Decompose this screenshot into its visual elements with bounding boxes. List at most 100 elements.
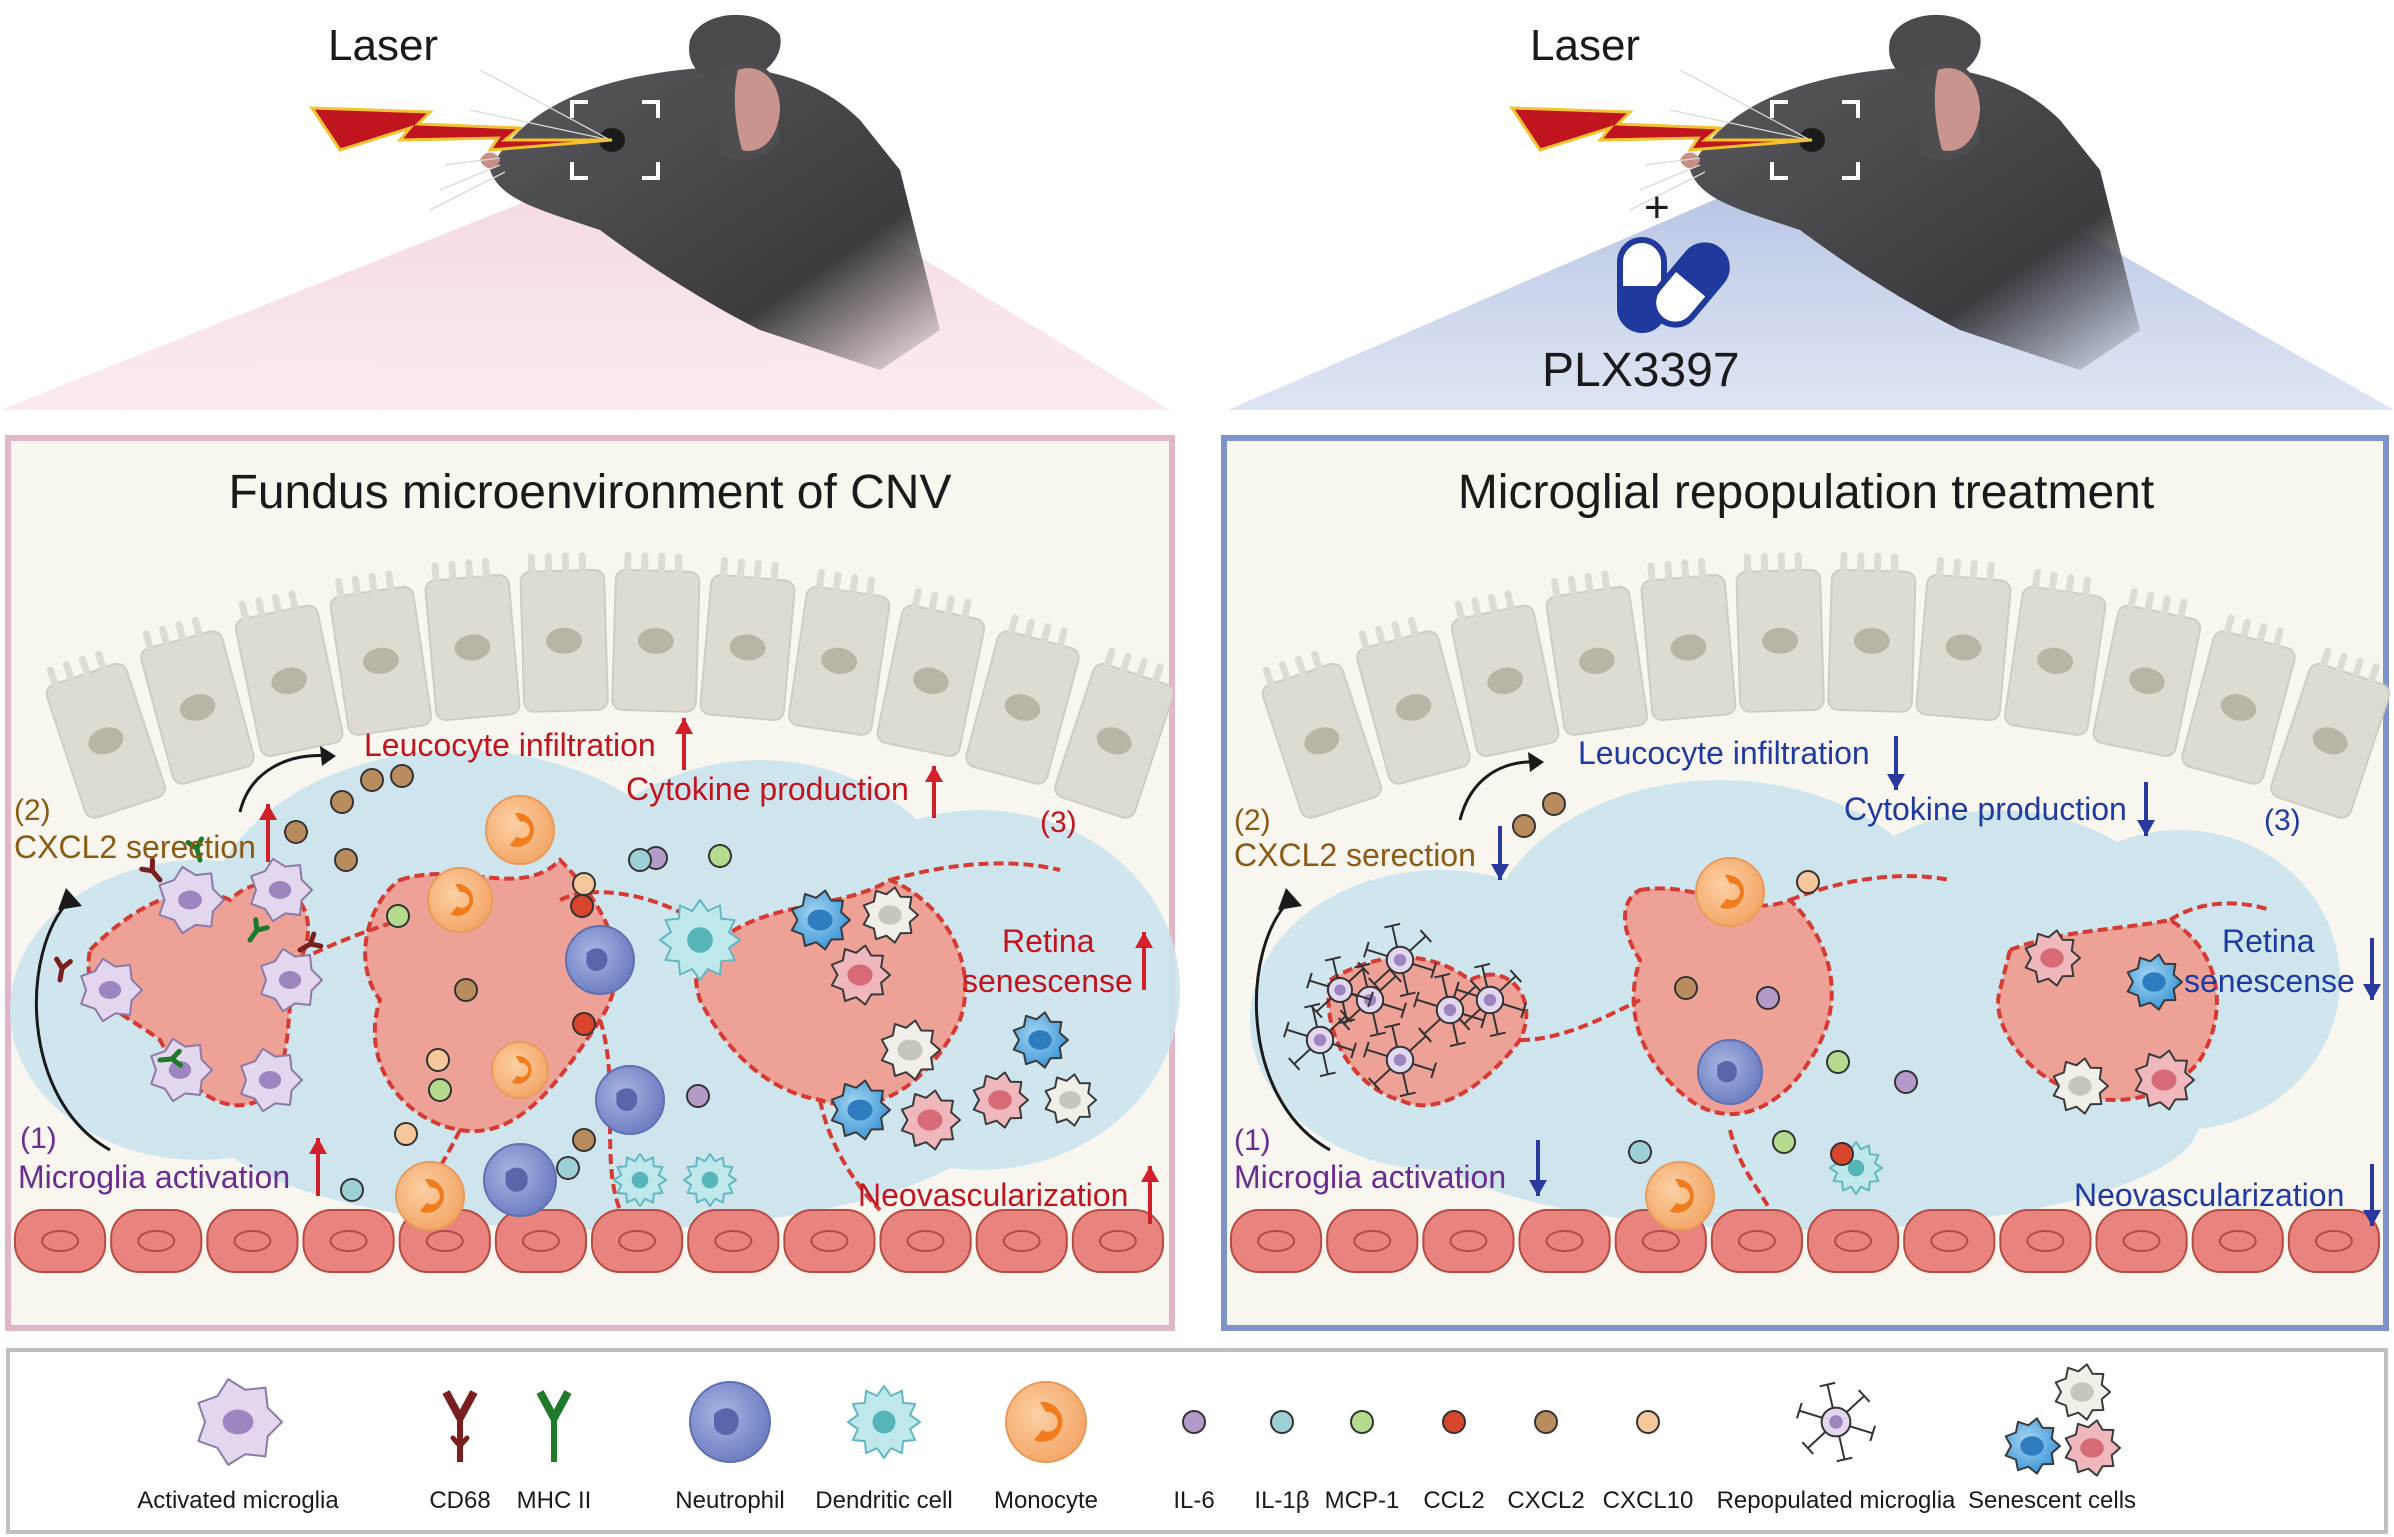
choroid-cell bbox=[2287, 1209, 2380, 1273]
right-cells bbox=[1283, 792, 2195, 1231]
left-cells bbox=[54, 764, 1097, 1231]
right-arrow-2-to-3 bbox=[1458, 760, 1539, 821]
rpe-cell bbox=[234, 590, 344, 758]
down-arrow-icon bbox=[2363, 938, 2381, 1000]
down-arrow-icon bbox=[2137, 782, 2155, 836]
choroid-cell bbox=[14, 1209, 107, 1273]
right-step2-num: (2) bbox=[1234, 804, 1271, 837]
il6-icon bbox=[1182, 1410, 1206, 1434]
left-step1-text: Microglia activation bbox=[18, 1159, 290, 1195]
legend-label-senescent: Senescent cells bbox=[1968, 1487, 2136, 1514]
activated-microglia bbox=[158, 865, 225, 935]
left-step2-num: (2) bbox=[14, 794, 51, 827]
senescent-cell bbox=[862, 886, 919, 944]
choroid-cell bbox=[2095, 1209, 2188, 1273]
choroid-cell bbox=[2191, 1209, 2284, 1273]
rpe-cell bbox=[329, 570, 433, 736]
left-panel: Fundus microenvironment of CNV bbox=[5, 435, 1180, 1331]
left-step1-num: (1) bbox=[20, 1122, 57, 1155]
right-step1-num: (1) bbox=[1234, 1124, 1271, 1157]
cd68-receptor bbox=[139, 857, 163, 883]
senescent-cell bbox=[2134, 1049, 2195, 1111]
mhc2-icon bbox=[551, 1418, 557, 1462]
choroid-cell bbox=[783, 1209, 876, 1273]
dendritic-cell bbox=[847, 1385, 921, 1459]
cxcl2-icon bbox=[1534, 1410, 1558, 1434]
monocyte bbox=[1005, 1381, 1087, 1463]
senescent-cell bbox=[2052, 1057, 2109, 1115]
dendritic-cell bbox=[613, 1153, 667, 1207]
change-arrows bbox=[259, 718, 2381, 1226]
choroid-cell bbox=[1999, 1209, 2092, 1273]
choroid-cell bbox=[110, 1209, 203, 1273]
mhc2-receptor bbox=[157, 1048, 184, 1068]
down-arrow-icon bbox=[2363, 1164, 2381, 1226]
activated-microglia bbox=[250, 857, 313, 923]
left-arrow-2-head bbox=[320, 746, 336, 766]
senescent-cell bbox=[2054, 1363, 2111, 1421]
monocyte bbox=[485, 795, 555, 865]
cxcl2-dot bbox=[1542, 792, 1566, 816]
repopulated-microglia bbox=[1363, 922, 1437, 998]
senescent-cell bbox=[1044, 1073, 1097, 1127]
rpe-cell bbox=[2003, 569, 2107, 736]
mcp1-icon bbox=[1350, 1410, 1374, 1434]
legend-label-neutrophil: Neutrophil bbox=[675, 1487, 784, 1514]
cxcl10-dot bbox=[1796, 870, 1820, 894]
rpe-cell bbox=[699, 557, 796, 722]
right-choroid-row bbox=[1230, 1209, 2380, 1273]
rpe-cell bbox=[140, 616, 255, 785]
left-arrow-1-head bbox=[58, 888, 82, 910]
ccl2-dot bbox=[1830, 1142, 1854, 1166]
repopulated-microglia bbox=[1363, 1022, 1437, 1098]
down-arrow-icon bbox=[1529, 1140, 1547, 1196]
neutrophil bbox=[689, 1381, 771, 1463]
mhc2-icon-arms bbox=[536, 1390, 572, 1427]
choroid-cell bbox=[1422, 1209, 1515, 1273]
left-arrow-2-to-3 bbox=[238, 753, 331, 813]
choroid-cell bbox=[1326, 1209, 1419, 1273]
activated-microglia bbox=[260, 947, 323, 1013]
right-arrow-1-head bbox=[1278, 888, 1302, 910]
choroid-cell bbox=[1230, 1209, 1323, 1273]
ccl2-dot bbox=[570, 894, 594, 918]
il6-dot bbox=[1756, 986, 1780, 1010]
right-retina-label-1: Retina bbox=[2222, 923, 2315, 959]
right-mouse-illustration bbox=[1629, 14, 2140, 370]
repopulated-microglia bbox=[1795, 1381, 1877, 1463]
senescent-cell bbox=[2126, 953, 2183, 1011]
right-panel: Microglial repopulation treatment (2) CX… bbox=[1221, 435, 2391, 1331]
rpe-cell bbox=[1827, 551, 1917, 713]
il1b-dot bbox=[340, 1178, 364, 1202]
senescent-cell bbox=[790, 889, 851, 951]
legend-label-cxcl10: CXCL10 bbox=[1603, 1487, 1694, 1514]
choroid-cell bbox=[1903, 1209, 1996, 1273]
mhc2-receptor bbox=[247, 917, 270, 943]
rpe-cell bbox=[2181, 614, 2296, 785]
il1b-icon bbox=[1270, 1410, 1294, 1434]
down-arrow-icon bbox=[1491, 826, 1509, 880]
ccl2-dot bbox=[572, 1012, 596, 1036]
up-arrow-icon bbox=[675, 718, 693, 770]
repopulated-microglia bbox=[1453, 962, 1527, 1038]
senescent-cell bbox=[972, 1071, 1029, 1129]
legend-label-il6: IL-6 bbox=[1173, 1487, 1214, 1514]
right-laser-bolt-icon bbox=[1509, 106, 1813, 152]
left-rpe-layer bbox=[45, 551, 1175, 819]
monocyte bbox=[427, 867, 493, 933]
monocyte bbox=[1645, 1161, 1715, 1231]
legend-label-cd68: CD68 bbox=[429, 1487, 490, 1514]
right-retina-label-2: senescense bbox=[2184, 963, 2355, 999]
up-arrow-icon bbox=[309, 1138, 327, 1196]
cxcl2-dot bbox=[360, 768, 384, 792]
rpe-cell bbox=[1261, 650, 1382, 819]
cxcl10-icon bbox=[1636, 1410, 1660, 1434]
legend-label-cxcl2: CXCL2 bbox=[1507, 1487, 1584, 1514]
drug-label: PLX3397 bbox=[1542, 344, 1740, 397]
left-laser-label: Laser bbox=[328, 21, 438, 70]
cd68-icon-arms bbox=[442, 1390, 478, 1427]
right-arrow-1-to-2 bbox=[1254, 898, 1331, 1152]
cxcl10-dot bbox=[572, 872, 596, 896]
